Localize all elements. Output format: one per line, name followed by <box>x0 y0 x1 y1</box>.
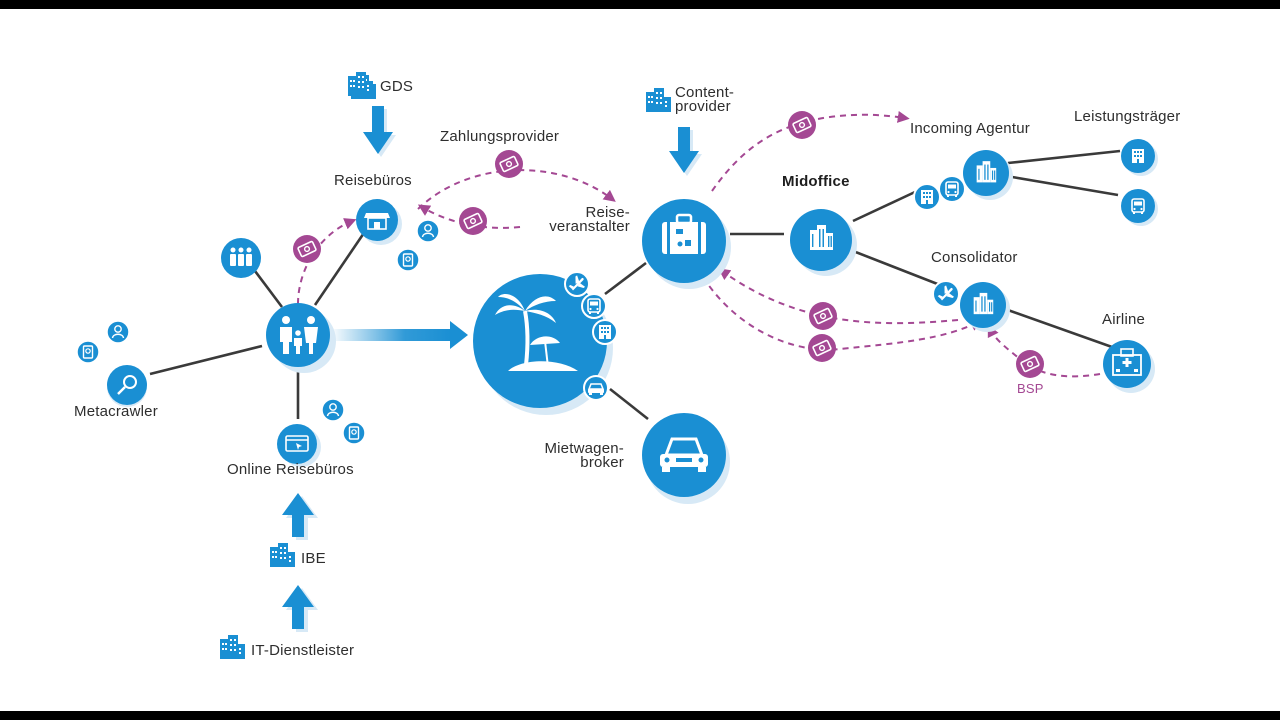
person-icon <box>416 219 440 243</box>
suitcase-icon <box>662 213 706 254</box>
family-icon <box>280 316 318 354</box>
metacrawler-label: Metacrawler <box>74 403 158 420</box>
midoffice-node <box>790 209 857 276</box>
mietwagenbroker-node <box>642 413 730 504</box>
gds-arrow <box>363 106 396 157</box>
car-icon <box>583 375 609 401</box>
it-dienstleister-up-arrow <box>282 585 318 632</box>
passport-icon <box>396 248 420 272</box>
building-icon <box>270 543 295 567</box>
ecosystem-diagram <box>76 72 1158 659</box>
reisebueros-label: Reisebüros <box>334 172 412 189</box>
hotel-icon <box>913 183 941 211</box>
store-icon <box>364 213 390 230</box>
online-reisebueros-label: Online Reisebüros <box>227 461 354 478</box>
leistungstraeger-hotel-node <box>1121 139 1158 176</box>
airline-label: Airline <box>1102 311 1146 328</box>
car-icon <box>660 437 708 472</box>
money-icon <box>808 301 838 331</box>
bus-icon <box>581 293 607 319</box>
leistungstraeger-bus-node <box>1121 189 1158 226</box>
person-icon <box>106 320 130 344</box>
it-dienstleister-label: IT-Dienstleister <box>251 642 355 659</box>
money-icon <box>494 149 524 179</box>
bus-icon <box>938 175 966 203</box>
incoming-agentur-label: Incoming Agentur <box>910 120 1030 137</box>
money-icon <box>1015 349 1045 379</box>
passport-icon <box>76 340 100 364</box>
money-icon <box>292 234 322 264</box>
hospital-building-icon <box>1112 348 1142 376</box>
airplane-icon <box>564 271 590 297</box>
ibe-up-arrow <box>282 493 318 540</box>
ibe-label: IBE <box>301 550 326 567</box>
payment-flows <box>297 110 1101 378</box>
midoffice-label: Midoffice <box>782 173 850 190</box>
money-icon <box>807 333 837 363</box>
main-flow-arrow <box>334 321 468 349</box>
hotel-icon <box>592 319 618 345</box>
zahlungsprovider-label: Zahlungsprovider <box>440 128 560 145</box>
content-provider-arrow <box>669 127 702 176</box>
online-reisebueros-node <box>277 424 321 467</box>
building-icon <box>348 72 376 99</box>
diagram-canvas: GDS Reisebüros Zahlungsprovider Content-… <box>0 9 1280 711</box>
leistungstraeger-label: Leistungsträger <box>1074 108 1181 125</box>
metacrawler-node <box>107 365 147 407</box>
airline-node <box>1103 340 1155 393</box>
gds-label: GDS <box>380 78 414 95</box>
browser-icon <box>285 435 309 452</box>
family-icon <box>230 247 252 266</box>
airplane-icon <box>932 280 960 308</box>
family-hub-node <box>266 303 336 373</box>
money-icon <box>458 206 488 236</box>
person-icon <box>321 398 345 422</box>
money-icon <box>787 110 817 140</box>
group-node <box>221 238 261 278</box>
consolidator-node <box>960 282 1010 332</box>
content-provider-label: Content- provider <box>675 84 735 115</box>
passport-icon <box>342 421 366 445</box>
hotel-icon <box>1132 149 1144 163</box>
building-icon <box>646 88 671 112</box>
reiseveranstalter-node <box>642 199 731 289</box>
reiseveranstalter-label: Reise- veranstalter <box>549 204 630 235</box>
palm-island-icon <box>495 293 578 371</box>
consolidator-label: Consolidator <box>931 249 1018 266</box>
destination-node <box>473 274 613 415</box>
incoming-agentur-node <box>963 150 1013 200</box>
reisebueros-node <box>356 199 402 245</box>
building-icon <box>220 635 245 659</box>
magnifier-icon <box>117 375 137 395</box>
mietwagenbroker-label: Mietwagen- broker <box>544 440 624 471</box>
bsp-label: BSP <box>1017 381 1044 396</box>
